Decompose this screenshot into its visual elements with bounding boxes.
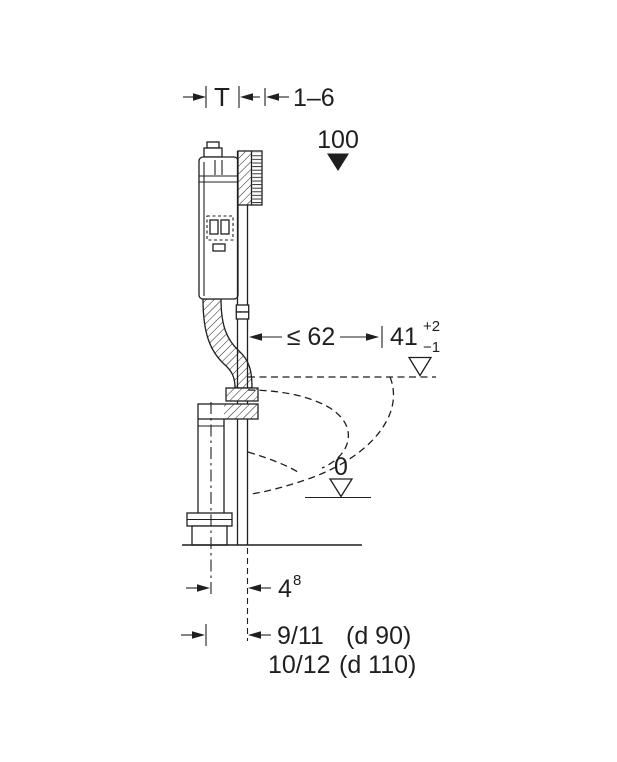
arrow-right-icon (192, 631, 205, 639)
floor-zero-label: 0 (334, 453, 348, 481)
flush-plate-texture (252, 152, 262, 204)
level-triangle-filled-icon (327, 153, 349, 171)
level-marker-0: 0 (305, 453, 371, 499)
depth-max-label: ≤ 62 (287, 323, 335, 351)
dimension-pipe-offset: 4 8 (186, 572, 301, 603)
outlet-row1-value: 9/11 (277, 622, 324, 650)
dimension-outlet-height: 9/11 (d 90) 10/12 (d 110) (181, 622, 416, 679)
bowl-inner-curve (247, 389, 350, 469)
arrow-left-icon (266, 93, 279, 101)
rim-tolerance-plus: +2 (423, 318, 440, 335)
arrow-left-icon (249, 333, 262, 341)
level-marker-41: 41 +2 −1 (390, 318, 440, 377)
service-opening-dashed (206, 215, 234, 241)
level-marker-100: 100 (317, 126, 359, 171)
arrow-right-icon (197, 584, 210, 592)
arrow-left-icon (240, 93, 253, 101)
outlet-row1-pipe: (d 90) (346, 622, 411, 650)
finish-range-label: 1–6 (293, 84, 335, 112)
arrow-left-icon (248, 584, 261, 592)
outlet-connector-hatch (224, 404, 258, 419)
service-detail-3 (212, 243, 226, 252)
level-100-label: 100 (317, 126, 359, 154)
access-box-hatch (238, 151, 251, 205)
level-triangle-open-icon (328, 478, 354, 498)
service-detail-1 (209, 219, 219, 235)
drain-pipe (186, 402, 233, 598)
arrow-right-icon (366, 333, 379, 341)
flush-plate-access-box (237, 150, 263, 206)
offset-superscript: 8 (293, 572, 301, 589)
outlet-row2-pipe: (d 110) (339, 651, 416, 679)
outlet-row2-value: 10/12 (268, 651, 331, 679)
wc-connectors (197, 387, 259, 420)
rail-bracket-1 (235, 304, 250, 313)
arrow-right-icon (193, 93, 206, 101)
bowl-underside-curve (247, 451, 299, 473)
dimension-depth-max-62: ≤ 62 (249, 323, 383, 351)
level-triangle-open-icon (407, 356, 433, 377)
rim-height-label: 41 (390, 323, 418, 351)
fill-valve-cap (206, 141, 220, 149)
fill-valve-top (203, 147, 223, 158)
mounting-rail (235, 151, 250, 545)
dimension-wall-finish-range: 1–6 (264, 84, 335, 112)
offset-value-label: 4 (278, 575, 292, 603)
rim-tolerance-minus: −1 (423, 339, 440, 356)
service-detail-2 (220, 219, 230, 235)
concealed-cistern (198, 141, 239, 300)
arrow-left-icon (248, 631, 261, 639)
flush-connector-hatch (226, 388, 258, 401)
dimension-depth-T: T (183, 82, 260, 112)
drain-elbow-base (191, 525, 228, 546)
rail-bracket-2 (235, 311, 250, 320)
depth-label: T (214, 82, 230, 112)
bowl-outer-curve (250, 376, 395, 495)
wc-bowl-outline (247, 376, 436, 495)
